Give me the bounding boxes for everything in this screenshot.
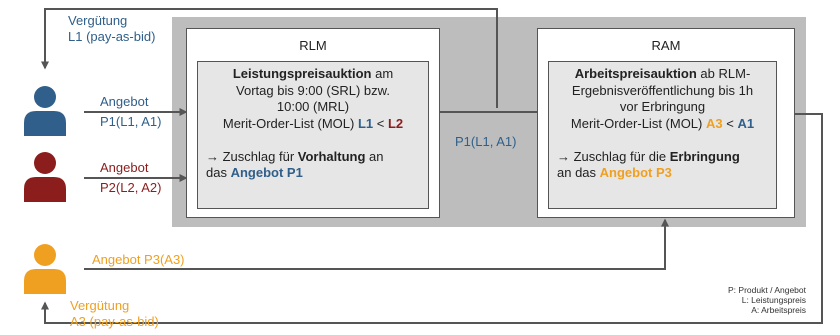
rlm-mol-l2: L2: [387, 115, 404, 131]
person-icon-3: [24, 244, 66, 294]
rlm-title: RLM: [299, 38, 327, 53]
rlm-das: das: [206, 165, 231, 180]
ram-heading-rest: ab RLM-: [696, 66, 751, 81]
verguetung-a3-label-2: A3 (pay-as-bid): [70, 314, 159, 329]
angebot-p1-label-1: Angebot: [100, 94, 149, 109]
rlm-zuschlag: → Zuschlag für Vorhaltung an: [206, 149, 420, 166]
person-icon-1: [24, 86, 66, 136]
verguetung-a3-label-1: Vergütung: [70, 298, 130, 313]
rlm-angebot-p1: Angebot P1: [230, 165, 303, 180]
ram-zuschlag: → Zuschlag für die Erbringung: [557, 149, 768, 166]
angebot-p1-label-2: P1(L1, A1): [100, 114, 162, 129]
verguetung-a3-arrow: [41, 113, 823, 324]
rlm-zuschlag-post: an: [365, 148, 384, 164]
p1-transfer-label: P1(L1, A1): [455, 134, 517, 149]
person-icon-2: [24, 152, 66, 202]
rlm-auction-panel: Leistungspreisauktion am Vortag bis 9:00…: [197, 61, 429, 209]
angebot-p3-label: Angebot P3(A3): [92, 252, 185, 267]
ram-mol-a3: A3: [705, 115, 723, 131]
legend: P: Produkt / Angebot L: Leistungspreis A…: [728, 285, 806, 315]
angebot-p3-arrow: [84, 218, 669, 270]
ram-box: RAM Arbeitspreisauktion ab RLM- Ergebnis…: [537, 28, 795, 218]
rlm-angebot-line: das Angebot P1: [206, 165, 420, 182]
ram-mol: Merit-Order-List (MOL) A3 < A1: [557, 116, 768, 133]
ram-line2: Ergebnisveröffentlichung bis 1h: [571, 82, 754, 98]
ram-angebot-line: an das Angebot P3: [557, 165, 768, 182]
rlm-line2: Vortag bis 9:00 (SRL) bzw.: [236, 82, 390, 98]
angebot-p2-label-2: P2(L2, A2): [100, 180, 162, 195]
ram-angebot-p3: Angebot P3: [599, 165, 672, 180]
rlm-heading-rest: am: [371, 66, 394, 81]
angebot-p2-label-1: Angebot: [100, 160, 149, 175]
legend-line-2: L: Leistungspreis: [741, 295, 806, 305]
rlm-zuschlag-pre: → Zuschlag für: [206, 148, 298, 164]
legend-line-1: P: Produkt / Angebot: [728, 285, 806, 295]
rlm-mol-l1: L1: [357, 115, 374, 131]
rlm-mol-text: Merit-Order-List (MOL): [222, 115, 358, 131]
rlm-mol: Merit-Order-List (MOL) L1 < L2: [206, 116, 420, 133]
legend-line-3: A: Arbeitspreis: [751, 305, 806, 315]
ram-zuschlag-bold: Erbringung: [669, 148, 740, 164]
rlm-zuschlag-bold: Vorhaltung: [297, 148, 366, 164]
rlm-mol-lt: <: [373, 115, 388, 131]
ram-mol-a1: A1: [737, 115, 755, 131]
rlm-heading: Leistungspreisauktion am: [206, 66, 420, 83]
rlm-line3: 10:00 (MRL): [276, 99, 350, 114]
ram-auction-panel: Arbeitspreisauktion ab RLM- Ergebnisverö…: [548, 61, 777, 209]
ram-heading: Arbeitspreisauktion ab RLM-: [557, 66, 768, 83]
ram-heading-bold: Arbeitspreisauktion: [574, 66, 697, 81]
rlm-box: RLM Leistungspreisauktion am Vortag bis …: [186, 28, 440, 218]
verguetung-l1-label-2: L1 (pay-as-bid): [68, 29, 156, 44]
ram-mol-text: Merit-Order-List (MOL): [570, 115, 706, 131]
verguetung-l1-arrow: [41, 8, 498, 108]
rlm-heading-bold: Leistungspreisauktion: [232, 66, 372, 81]
ram-line3: vor Erbringung: [619, 99, 706, 114]
ram-zuschlag-pre: → Zuschlag für die: [557, 148, 670, 164]
ram-title: RAM: [651, 38, 681, 53]
ram-an-das: an das: [557, 165, 600, 180]
ram-mol-lt: <: [722, 115, 738, 131]
verguetung-l1-label-1: Vergütung: [68, 13, 128, 28]
